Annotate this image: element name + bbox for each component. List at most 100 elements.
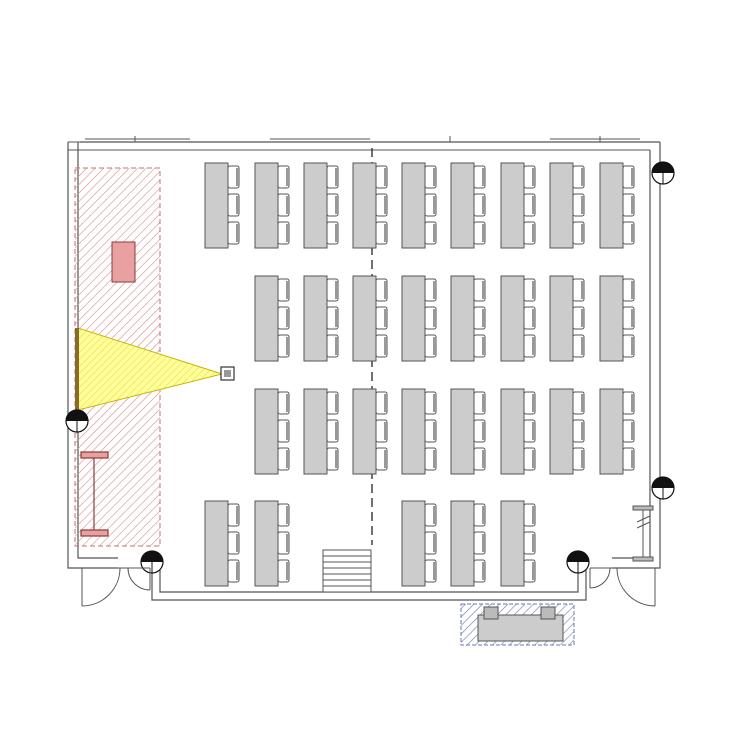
chair-back — [433, 224, 436, 242]
desk-2-8 — [549, 275, 585, 362]
chair-back — [532, 450, 535, 468]
desk-table — [254, 162, 279, 249]
chair-back — [482, 281, 485, 299]
desk-table — [450, 500, 475, 587]
half-filled-circle-icon — [651, 161, 675, 185]
desk-2-5 — [401, 275, 437, 362]
desk-3-4 — [352, 388, 388, 475]
desk-1-8 — [549, 162, 585, 249]
desk-3-5 — [401, 388, 437, 475]
desk-grid — [204, 162, 635, 587]
chair-back — [335, 337, 338, 355]
desk-table — [401, 275, 426, 362]
chair-back — [335, 309, 338, 327]
desk-1-4 — [352, 162, 388, 249]
chair-back — [335, 224, 338, 242]
desk-table — [303, 275, 328, 362]
window-marks — [85, 136, 640, 142]
desk-1-1 — [204, 162, 240, 249]
desk-table — [204, 500, 229, 587]
chair-back — [286, 168, 289, 186]
chair-back — [581, 224, 584, 242]
chair-back — [286, 224, 289, 242]
chair-back — [335, 168, 338, 186]
chair-back — [532, 562, 535, 580]
projection-screen — [75, 328, 79, 410]
chair-back — [433, 196, 436, 214]
chair-back — [631, 394, 634, 412]
chair-back — [384, 196, 387, 214]
chair-back — [286, 394, 289, 412]
chair-back — [236, 224, 239, 242]
chair-back — [532, 281, 535, 299]
desk-table — [254, 275, 279, 362]
chair-back — [532, 168, 535, 186]
desk-2-9 — [599, 275, 635, 362]
chair-back — [631, 281, 634, 299]
column-markers — [65, 161, 675, 574]
chair-back — [581, 450, 584, 468]
desk-1-2 — [254, 162, 290, 249]
chair-back — [236, 196, 239, 214]
desk-4-2 — [254, 500, 290, 587]
desk-2-4 — [352, 275, 388, 362]
desk-table — [599, 388, 624, 475]
desk-table — [401, 388, 426, 475]
desk-table — [352, 275, 377, 362]
chair-back — [335, 450, 338, 468]
chair-back — [433, 281, 436, 299]
door-swing-icon-right — [589, 567, 656, 607]
desk-1-7 — [500, 162, 536, 249]
stair-steps-icon — [322, 549, 372, 593]
chair-back — [335, 422, 338, 440]
desk-table — [599, 162, 624, 249]
chair-back — [433, 337, 436, 355]
desk-3-9 — [599, 388, 635, 475]
chair-back — [482, 422, 485, 440]
chair-back — [532, 534, 535, 552]
desk-3-8 — [549, 388, 585, 475]
desk-table — [599, 275, 624, 362]
chair-back — [286, 196, 289, 214]
desk-2-3 — [303, 275, 339, 362]
whiteboard-stand — [80, 451, 109, 537]
door-swing-icon-left — [81, 567, 151, 607]
chair-back — [384, 224, 387, 242]
chair-back — [433, 506, 436, 524]
chair-back — [482, 394, 485, 412]
chair-back — [236, 534, 239, 552]
chair-back — [532, 337, 535, 355]
chair-back — [286, 534, 289, 552]
desk-table — [500, 388, 525, 475]
desk-2-2 — [254, 275, 290, 362]
desk-table — [303, 162, 328, 249]
desk-table — [450, 275, 475, 362]
desk-table — [254, 500, 279, 587]
chair-back — [631, 309, 634, 327]
chair-back — [581, 422, 584, 440]
desk-4-5 — [401, 500, 437, 587]
chair-back — [335, 281, 338, 299]
chair-back — [532, 506, 535, 524]
chair-back — [482, 168, 485, 186]
half-filled-circle-icon — [65, 409, 89, 433]
chair-back — [581, 394, 584, 412]
chair-back — [631, 450, 634, 468]
chair-back — [532, 224, 535, 242]
desk-table — [303, 388, 328, 475]
desk-2-7 — [500, 275, 536, 362]
desk-4-1 — [204, 500, 240, 587]
chair-back — [286, 422, 289, 440]
chair-back — [433, 562, 436, 580]
chair-back — [384, 168, 387, 186]
chair-back — [532, 196, 535, 214]
desk-3-6 — [450, 388, 486, 475]
desk-table — [549, 162, 574, 249]
chair-back — [631, 224, 634, 242]
chair-back — [236, 506, 239, 524]
desk-table — [500, 500, 525, 587]
chair-back — [532, 394, 535, 412]
chair-back — [286, 450, 289, 468]
chair-back — [433, 309, 436, 327]
chair-back — [482, 534, 485, 552]
